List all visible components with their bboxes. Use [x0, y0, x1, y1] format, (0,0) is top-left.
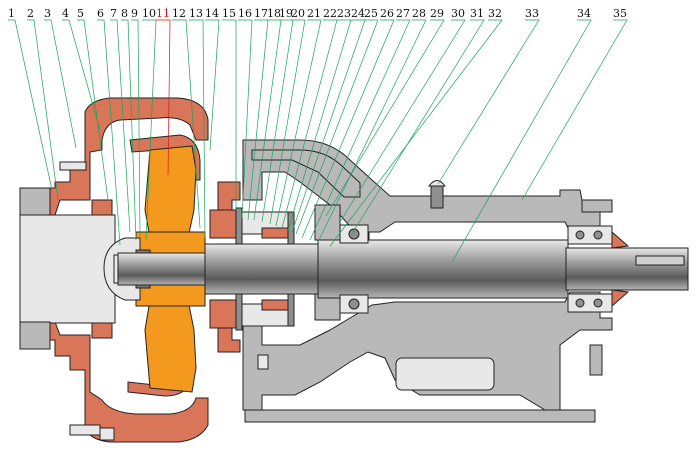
- leader-line-32: [329, 19, 503, 247]
- suction-bore: [19, 214, 116, 324]
- part-label-28: 28: [412, 7, 426, 20]
- part-label-14: 14: [205, 7, 219, 20]
- part-label-15: 15: [222, 7, 236, 20]
- leader-line-29: [325, 19, 445, 217]
- leader-line-19: [261, 19, 294, 223]
- part-label-1: 1: [8, 7, 15, 20]
- leader-line-12: [172, 19, 201, 229]
- leader-line-33: [437, 19, 540, 185]
- part-label-34: 34: [577, 7, 591, 20]
- leader-line-28: [317, 19, 427, 243]
- leader-line-14: [205, 19, 220, 151]
- leader-line-13: [189, 19, 206, 239]
- leader-line-16: [238, 19, 253, 219]
- part-label-19: 19: [279, 7, 293, 20]
- bearings: [339, 224, 630, 314]
- part-label-21: 21: [307, 7, 321, 20]
- part-label-29: 29: [430, 7, 444, 20]
- part-label-26: 26: [380, 7, 394, 20]
- part-label-7: 7: [110, 7, 117, 20]
- leader-line-9: [131, 19, 141, 237]
- pump-shaft: [117, 239, 689, 299]
- part-label-31: 31: [470, 7, 484, 20]
- part-label-4: 4: [62, 7, 69, 20]
- leader-line-4: [62, 19, 101, 131]
- part-label-6: 6: [97, 7, 104, 20]
- leader-line-25: [295, 19, 379, 235]
- part-label-33: 33: [525, 7, 539, 20]
- part-label-3: 3: [44, 7, 51, 20]
- part-label-35: 35: [613, 7, 627, 20]
- leader-line-26: [301, 19, 395, 239]
- part-label-30: 30: [451, 7, 465, 20]
- part-label-13: 13: [189, 7, 203, 20]
- leader-line-20: [269, 19, 306, 225]
- leader-line-11: [156, 19, 171, 176]
- part-label-10: 10: [142, 7, 156, 20]
- part-label-17: 17: [254, 7, 268, 20]
- leader-line-1: [8, 19, 53, 191]
- part-label-16: 16: [238, 7, 252, 20]
- leader-line-31: [351, 19, 485, 235]
- part-label-2: 2: [27, 7, 34, 20]
- part-label-5: 5: [77, 7, 84, 20]
- part-label-11: 11: [156, 7, 170, 20]
- part-label-25: 25: [364, 7, 378, 20]
- part-label-27: 27: [396, 7, 410, 20]
- leader-line-15: [222, 19, 237, 210]
- leader-line-30: [339, 19, 466, 223]
- part-label-23: 23: [337, 7, 351, 20]
- part-label-20: 20: [291, 7, 305, 20]
- part-label-8: 8: [121, 7, 128, 20]
- part-label-12: 12: [172, 7, 186, 20]
- leader-line-7: [110, 19, 131, 233]
- part-label-24: 24: [351, 7, 365, 20]
- part-label-18: 18: [267, 7, 281, 20]
- part-label-32: 32: [488, 7, 502, 20]
- casing-bolts: [59, 161, 269, 441]
- leader-line-21: [275, 19, 322, 227]
- part-label-22: 22: [323, 7, 337, 20]
- leader-line-3: [44, 19, 77, 149]
- leader-line-34: [451, 19, 592, 263]
- leader-line-8: [121, 19, 137, 241]
- leader-line-27: [309, 19, 411, 241]
- part-label-9: 9: [131, 7, 138, 20]
- leader-line-5: [77, 19, 109, 201]
- leader-line-2: [27, 19, 59, 201]
- leader-line-35: [521, 19, 628, 201]
- leader-line-6: [97, 19, 121, 246]
